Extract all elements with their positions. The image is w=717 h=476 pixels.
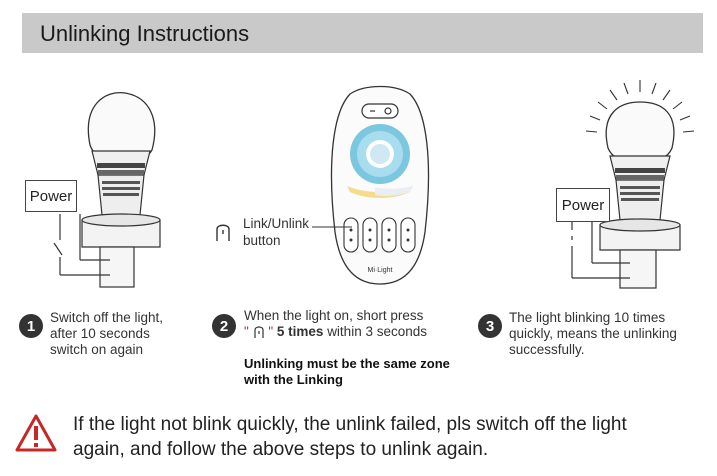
step-3-text: The light blinking 10 times quickly, mea… [509,310,677,357]
step-2-line2: " " 5 times within 3 seconds [244,324,427,339]
link-button-inline-icon [253,326,264,338]
power-label-left: Power [25,180,77,212]
header-bar: Unlinking Instructions [22,13,703,53]
bulb-off-illustration [53,91,161,288]
link-unlink-button-label: Link/Unlink button [243,216,310,248]
remote-brand-text: Mi·Light [368,267,393,274]
step-2-badge: 2 [212,314,236,338]
page-title: Unlinking Instructions [40,21,250,46]
step-3-badge: 3 [478,314,502,338]
warning-text: If the light not blink quickly, the unli… [73,414,627,460]
link-button-icon [216,224,230,241]
link-pointer-line [312,226,352,228]
warning-icon [15,414,57,452]
zone-note: Unlinking must be the same zone with the… [244,356,450,387]
step-2-text: When the light on, short press " " 5 tim… [244,308,427,339]
step-1-badge: 1 [19,314,43,338]
bulb-blinking-illustration [571,80,695,289]
step-1-text: Switch off the light, after 10 seconds s… [50,310,164,357]
power-label-right: Power [556,188,610,222]
remote-control-illustration: Mi·Light [330,85,430,285]
